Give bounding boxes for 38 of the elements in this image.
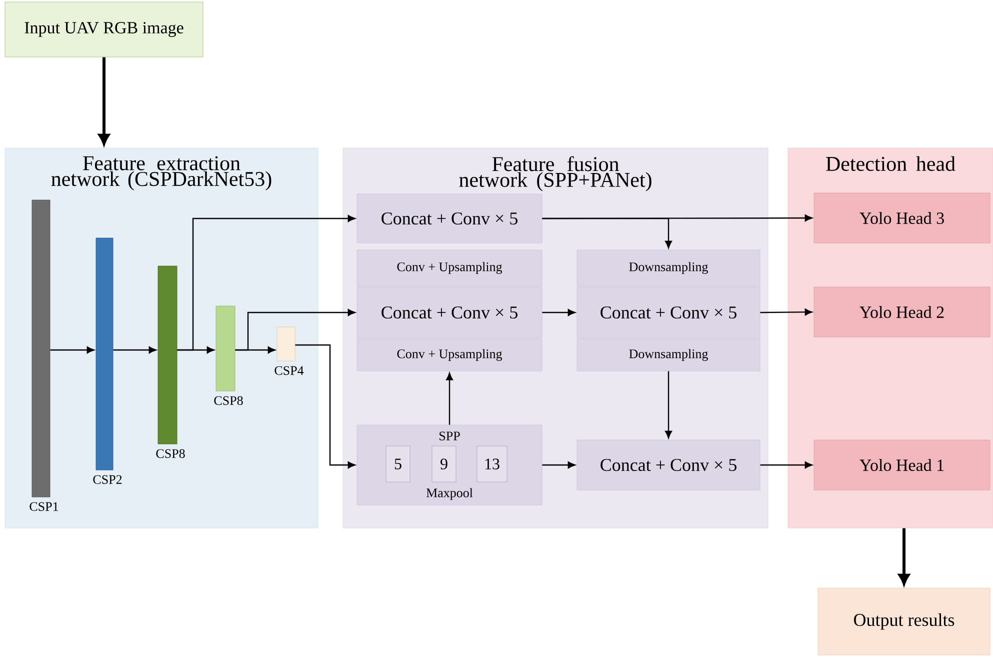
head-box: Yolo Head 1 bbox=[814, 440, 990, 490]
arrow bbox=[235, 309, 356, 351]
arrow bbox=[665, 371, 672, 438]
process-box: Downsampling bbox=[576, 250, 760, 286]
process-box: Conv + Upsampling bbox=[356, 250, 542, 286]
input-box: Input UAV RGB image bbox=[4, 2, 204, 58]
bar-label: CSP8 bbox=[156, 449, 185, 458]
bar-label: CSP2 bbox=[93, 475, 122, 484]
process-box: Downsampling bbox=[576, 338, 760, 372]
arrow bbox=[760, 462, 812, 468]
arrow bbox=[113, 346, 156, 354]
arrow bbox=[542, 309, 576, 316]
arrow bbox=[295, 344, 356, 468]
panel-heading: Feature fusion network (SPP+PANet) bbox=[459, 156, 652, 192]
bar-label: CSP4 bbox=[274, 366, 304, 375]
bar-label: CSP8 bbox=[214, 396, 243, 405]
arrow bbox=[177, 215, 356, 351]
process-box: Concat + Conv × 5 bbox=[576, 440, 760, 490]
panel-heading: Feature extraction network (CSPDarkNet53) bbox=[51, 156, 272, 190]
process-box: Conv + Upsampling bbox=[356, 338, 542, 372]
head-box: Yolo Head 3 bbox=[814, 192, 990, 244]
pool-box: 5 bbox=[386, 446, 410, 482]
output-box: Output results bbox=[818, 588, 990, 656]
arrow bbox=[542, 462, 576, 468]
arrow bbox=[98, 57, 110, 145]
process-box: Concat + Conv × 5 bbox=[576, 286, 760, 338]
head-box: Yolo Head 2 bbox=[814, 286, 990, 338]
pool-box: 9 bbox=[432, 446, 456, 482]
arrow bbox=[50, 346, 94, 354]
arrow bbox=[898, 528, 910, 585]
arrow bbox=[446, 372, 453, 425]
process-box: Concat + Conv × 5 bbox=[356, 286, 542, 338]
panel-heading: Detection head bbox=[826, 156, 956, 171]
process-box: Concat + Conv × 5 bbox=[356, 194, 542, 244]
arrow bbox=[760, 308, 812, 316]
bar-label: CSP1 bbox=[30, 502, 58, 511]
arrow bbox=[542, 214, 812, 222]
pool-box: 13 bbox=[476, 446, 508, 482]
